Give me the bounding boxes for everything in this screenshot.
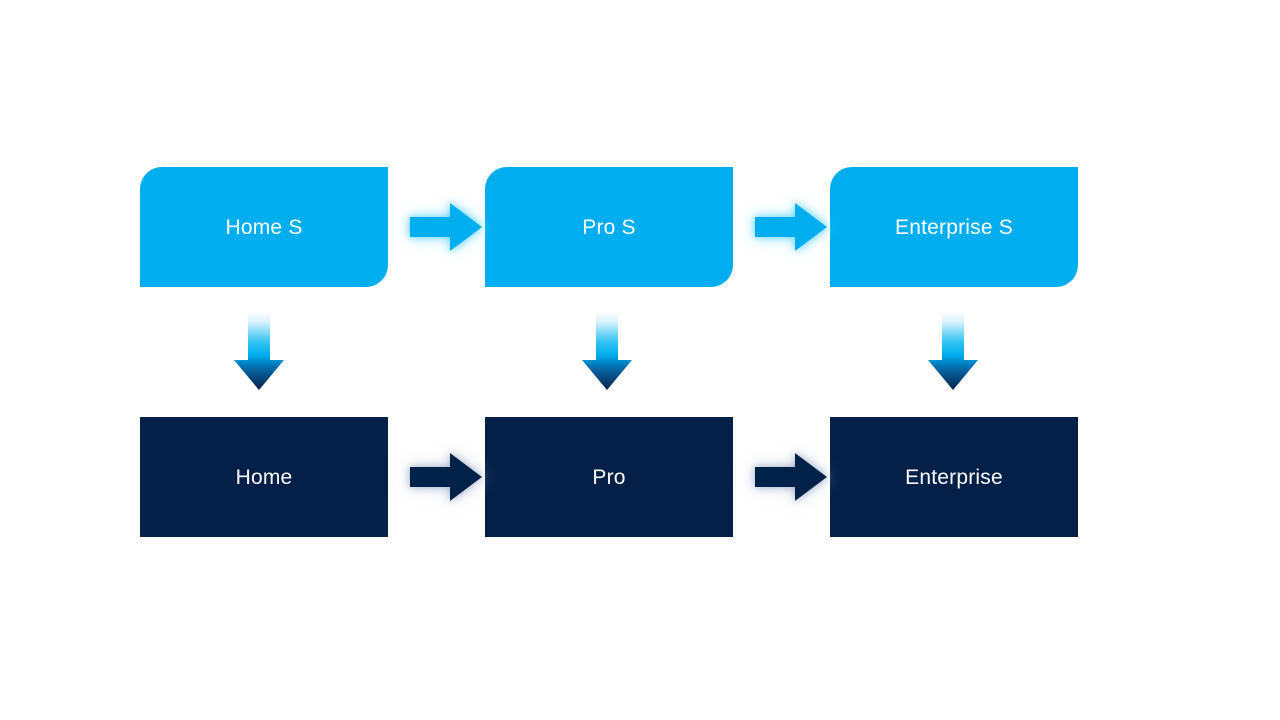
connector-pro-to-enterprise <box>755 453 827 501</box>
down-arrow-icon <box>234 312 284 390</box>
connector-enterprise-s-to-enterprise <box>928 312 978 390</box>
node-label-enterprise-s: Enterprise S <box>895 215 1013 239</box>
right-arrow-icon <box>755 203 827 251</box>
connector-home-s-to-pro-s <box>410 203 482 251</box>
right-arrow-icon <box>410 203 482 251</box>
node-box-home-s[interactable]: Home S <box>140 167 388 287</box>
connector-pro-s-to-enterprise-s <box>755 203 827 251</box>
node-box-enterprise-s[interactable]: Enterprise S <box>830 167 1078 287</box>
right-arrow-icon <box>755 453 827 501</box>
right-arrow-icon <box>410 453 482 501</box>
node-box-enterprise[interactable]: Enterprise <box>830 417 1078 537</box>
node-label-pro-s: Pro S <box>582 215 636 239</box>
node-label-enterprise: Enterprise <box>905 465 1003 489</box>
down-arrow-icon <box>928 312 978 390</box>
down-arrow-icon <box>582 312 632 390</box>
node-label-home-s: Home S <box>225 215 303 239</box>
node-box-home[interactable]: Home <box>140 417 388 537</box>
connector-home-to-pro <box>410 453 482 501</box>
node-box-pro-s[interactable]: Pro S <box>485 167 733 287</box>
connector-home-s-to-home <box>234 312 284 390</box>
node-label-home: Home <box>235 465 293 489</box>
node-label-pro: Pro <box>592 465 626 489</box>
connector-pro-s-to-pro <box>582 312 632 390</box>
node-box-pro[interactable]: Pro <box>485 417 733 537</box>
